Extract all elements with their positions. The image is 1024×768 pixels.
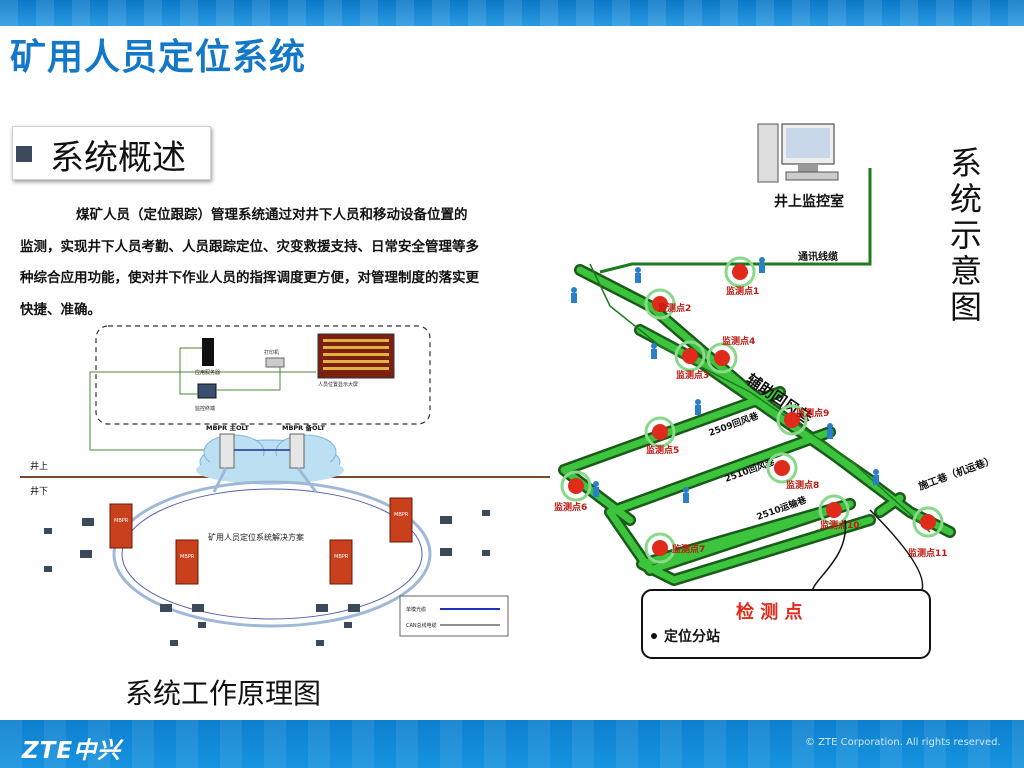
- control-computer-icon: [757, 123, 839, 183]
- detection-legend-box: [641, 589, 931, 659]
- point-label-7: 监测点7: [672, 543, 705, 555]
- legend-line2: CAN总线电缆: [406, 622, 437, 629]
- intro-line-4: 快捷、准确。: [20, 301, 101, 318]
- comm-cable-label: 通讯线缆: [798, 250, 838, 263]
- left-diagram-caption: 系统工作原理图: [125, 677, 322, 710]
- intro-line-3: 种综合应用功能，使对井下作业人员的指挥调度更方便，对管理制度的落实更: [20, 270, 479, 286]
- intro-paragraph: 煤矿人员（定位跟踪）管理系统通过对井下人员和移动设备位置的 监测，实现井下人员考…: [20, 200, 548, 326]
- intro-line-1: 煤矿人员（定位跟踪）管理系统通过对井下人员和移动设备位置的: [76, 207, 468, 223]
- square-bullet-icon: [16, 146, 32, 162]
- tower-label-1: MBPR: [114, 518, 129, 524]
- detection-legend-title: 检 测 点: [736, 601, 803, 623]
- substation-towers: [109, 497, 413, 585]
- printer-icon: [265, 357, 285, 368]
- diagram-vertical-title: 系 统 示 意 图: [946, 145, 986, 325]
- mine-tunnel-diagram: 井上监控室 通讯线缆 辅助回风巷 2509回风巷 2510回风巷 2510运输巷…: [554, 123, 997, 659]
- point-label-4: 监测点4: [722, 335, 755, 347]
- monitor-icon: [197, 383, 217, 399]
- zte-logo: ZTE中兴: [22, 738, 122, 764]
- bullet-dot-icon: [651, 633, 657, 639]
- section-heading-box: [12, 126, 211, 180]
- monitor-label: 监控终端: [195, 405, 215, 412]
- printer-label: 打印机: [264, 349, 279, 356]
- server-room-box: [95, 325, 431, 425]
- footer-bar: [0, 720, 1024, 768]
- tower-label-3: MBPR: [334, 554, 349, 560]
- vertical-title-char: 统: [949, 180, 982, 218]
- legend-box: [399, 595, 509, 637]
- point-label-8: 监测点8: [786, 479, 819, 491]
- point-label-1: 监测点1: [726, 285, 759, 297]
- vertical-title-char: 图: [949, 288, 982, 326]
- above-ground-label: 井上: [30, 460, 48, 472]
- intro-line-2: 监测，实现井下人员考勤、人员跟踪定位、灾变救援支持、日常安全管理等多: [20, 238, 479, 255]
- backup-olt-label: MBPR 备OLT: [282, 423, 326, 432]
- top-banner: [0, 0, 1024, 26]
- legend-line1: 单模光缆: [406, 606, 426, 613]
- point-label-9: 监测点9: [796, 407, 829, 419]
- working-principle-diagram: 应用服务器 打印机 监控终端 人员位置显示大屏 井上 井下 MBPR 主OLT …: [20, 325, 550, 646]
- section-title: 系统概述: [50, 138, 186, 178]
- page-title: 矿用人员定位系统: [10, 37, 307, 78]
- vertical-title-char: 系: [949, 144, 982, 182]
- tower-label-4: MBPR: [394, 512, 409, 518]
- main-olt-label: MBPR 主OLT: [206, 423, 250, 432]
- control-room-label: 井上监控室: [774, 193, 844, 210]
- point-label-2: 监测点2: [658, 302, 691, 314]
- point-label-5: 监测点5: [646, 444, 679, 456]
- backup-olt-icon: [289, 433, 305, 469]
- fiber-ring: [112, 480, 432, 628]
- worker-icons: [571, 257, 879, 503]
- main-olt-icon: [219, 433, 235, 469]
- display-board-label: 人员位置显示大屏: [318, 381, 358, 388]
- point-label-6: 监测点6: [554, 501, 587, 513]
- detection-legend-item: 定位分站: [664, 628, 720, 645]
- point-label-10: 监测点10: [820, 519, 860, 531]
- point-label-11: 监测点11: [908, 547, 948, 559]
- monitoring-points: [560, 256, 944, 564]
- ring-label: 矿用人员定位系统解决方案: [208, 532, 304, 542]
- vertical-title-char: 意: [949, 252, 982, 290]
- vertical-title-char: 示: [949, 216, 982, 254]
- app-server-icon: [202, 338, 214, 366]
- copyright-text: © ZTE Corporation. All rights reserved.: [805, 737, 1001, 748]
- point-label-3: 监测点3: [676, 369, 709, 381]
- work-tunnel-label: 施工巷（机运巷）: [917, 453, 997, 493]
- reader-devices: [44, 510, 490, 646]
- tower-label-2: MBPR: [180, 554, 195, 560]
- below-ground-label: 井下: [30, 485, 48, 497]
